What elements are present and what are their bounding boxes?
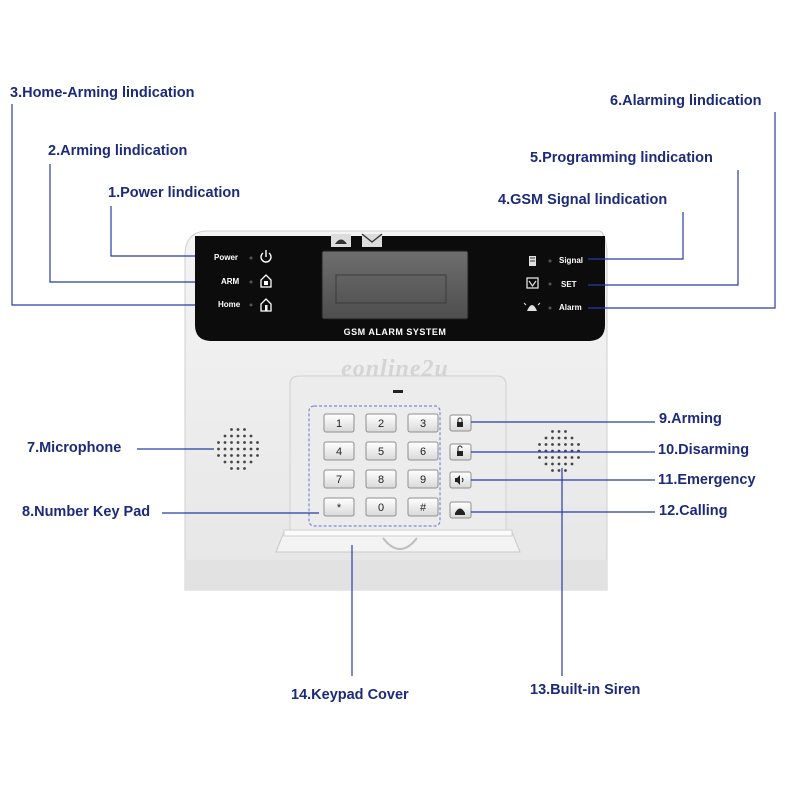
key-7[interactable]: 7 xyxy=(323,469,355,489)
speaker-icon xyxy=(455,475,464,485)
callout-calling-key: 12.Calling xyxy=(659,503,728,519)
leader-alarm xyxy=(588,112,776,309)
alarm-label: Alarm xyxy=(559,303,582,312)
svg-text:9: 9 xyxy=(420,474,426,486)
leader-arm xyxy=(49,164,195,283)
svg-text:6: 6 xyxy=(420,446,426,458)
leader-lines xyxy=(11,104,776,676)
arm-led xyxy=(249,280,253,284)
leader-signal xyxy=(588,212,684,260)
set-led xyxy=(548,282,552,286)
signal-label: Signal xyxy=(559,256,583,265)
callout-alarming: 6.Alarming lindication xyxy=(610,93,762,109)
arm-house-icon xyxy=(260,274,272,288)
svg-text:5: 5 xyxy=(378,446,384,458)
callout-siren: 13.Built-in Siren xyxy=(530,682,641,698)
svg-text:1: 1 xyxy=(336,418,342,430)
key-6[interactable]: 6 xyxy=(407,441,439,461)
home-icon xyxy=(260,298,272,312)
leader-set xyxy=(588,170,739,286)
power-led xyxy=(249,256,253,260)
svg-text:#: # xyxy=(420,502,427,514)
key-hash[interactable]: # xyxy=(407,497,439,517)
key-3[interactable]: 3 xyxy=(407,413,439,433)
svg-text:2: 2 xyxy=(378,418,384,430)
system-name: GSM ALARM SYSTEM xyxy=(344,327,447,337)
callout-gsm-signal: 4.GSM Signal lindication xyxy=(498,192,668,208)
phone-message-icon xyxy=(331,234,351,247)
set-icon xyxy=(526,277,539,289)
callout-arming: 2.Arming lindication xyxy=(48,143,188,159)
alarm-bell-icon xyxy=(523,302,541,311)
callout-keypad-cover: 14.Keypad Cover xyxy=(291,687,409,703)
svg-text:*: * xyxy=(337,502,342,514)
callout-arming-key: 9.Arming xyxy=(659,411,722,427)
key-star[interactable]: * xyxy=(323,497,355,517)
key-1[interactable]: 1 xyxy=(323,413,355,433)
lcd-screen xyxy=(321,250,469,320)
power-icon xyxy=(260,250,272,263)
key-5[interactable]: 5 xyxy=(365,441,397,461)
key-4[interactable]: 4 xyxy=(323,441,355,461)
signal-led xyxy=(548,259,552,263)
svg-text:4: 4 xyxy=(336,446,342,458)
keypad-led xyxy=(393,390,403,393)
svg-text:0: 0 xyxy=(378,502,384,514)
key-9[interactable]: 9 xyxy=(407,469,439,489)
callout-power: 1.Power lindication xyxy=(108,185,241,201)
microphone-grille xyxy=(217,428,259,470)
svg-text:3: 3 xyxy=(420,418,426,430)
phone-icon xyxy=(455,508,465,515)
unlock-icon xyxy=(457,445,463,456)
arm-label: ARM xyxy=(221,277,240,286)
signal-icon xyxy=(529,256,536,266)
home-led xyxy=(249,303,253,307)
key-0[interactable]: 0 xyxy=(365,497,397,517)
svg-text:7: 7 xyxy=(336,474,342,486)
key-2[interactable]: 2 xyxy=(365,413,397,433)
phone-key[interactable] xyxy=(449,501,472,519)
lock-key[interactable] xyxy=(449,414,472,432)
speaker-key[interactable] xyxy=(449,471,472,489)
set-label: SET xyxy=(561,280,577,289)
control-panel: Power ARM Home xyxy=(195,233,605,341)
home-label: Home xyxy=(218,300,241,309)
key-8[interactable]: 8 xyxy=(365,469,397,489)
callout-emergency-key: 11.Emergency xyxy=(658,472,756,488)
keypad-cover[interactable] xyxy=(275,529,521,553)
envelope-icon xyxy=(361,233,383,247)
callout-programming: 5.Programming lindication xyxy=(530,150,713,166)
callout-number-keypad: 8.Number Key Pad xyxy=(22,504,151,520)
unlock-key[interactable] xyxy=(449,443,472,461)
power-label: Power xyxy=(214,253,238,262)
callout-disarming-key: 10.Disarming xyxy=(658,442,750,458)
callout-microphone: 7.Microphone xyxy=(27,440,122,456)
alarm-led xyxy=(548,306,552,310)
lock-icon xyxy=(457,417,463,427)
svg-text:8: 8 xyxy=(378,474,384,486)
leader-power xyxy=(110,206,195,257)
leader-home xyxy=(11,104,195,306)
keypad-area: 1 2 3 4 5 6 7 8 9 * 0 # xyxy=(289,375,507,541)
number-keypad-outline xyxy=(308,405,441,527)
callout-home-arming: 3.Home-Arming lindication xyxy=(10,85,195,101)
